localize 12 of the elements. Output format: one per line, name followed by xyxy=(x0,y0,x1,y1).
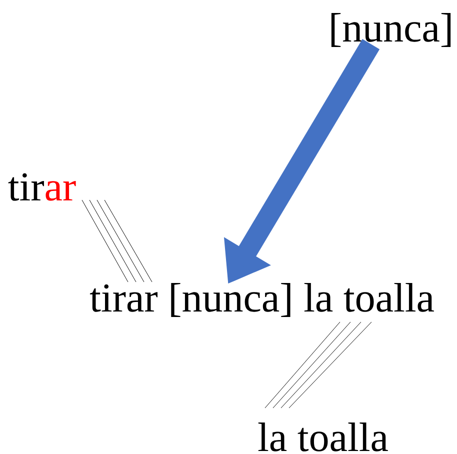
phrase-label: tirar [nunca] la toalla xyxy=(90,283,434,317)
connector-line xyxy=(82,200,128,282)
connector-line xyxy=(288,322,372,408)
connector-line xyxy=(280,322,362,408)
connector-line xyxy=(96,200,144,282)
connector-line xyxy=(104,200,152,282)
connector-line xyxy=(264,322,340,408)
connector-line xyxy=(272,322,351,408)
word-label: tirar xyxy=(8,173,76,201)
connector-line xyxy=(89,200,136,282)
phrase-label: la toalla xyxy=(258,422,388,452)
word-label: [nunca] xyxy=(331,13,451,47)
